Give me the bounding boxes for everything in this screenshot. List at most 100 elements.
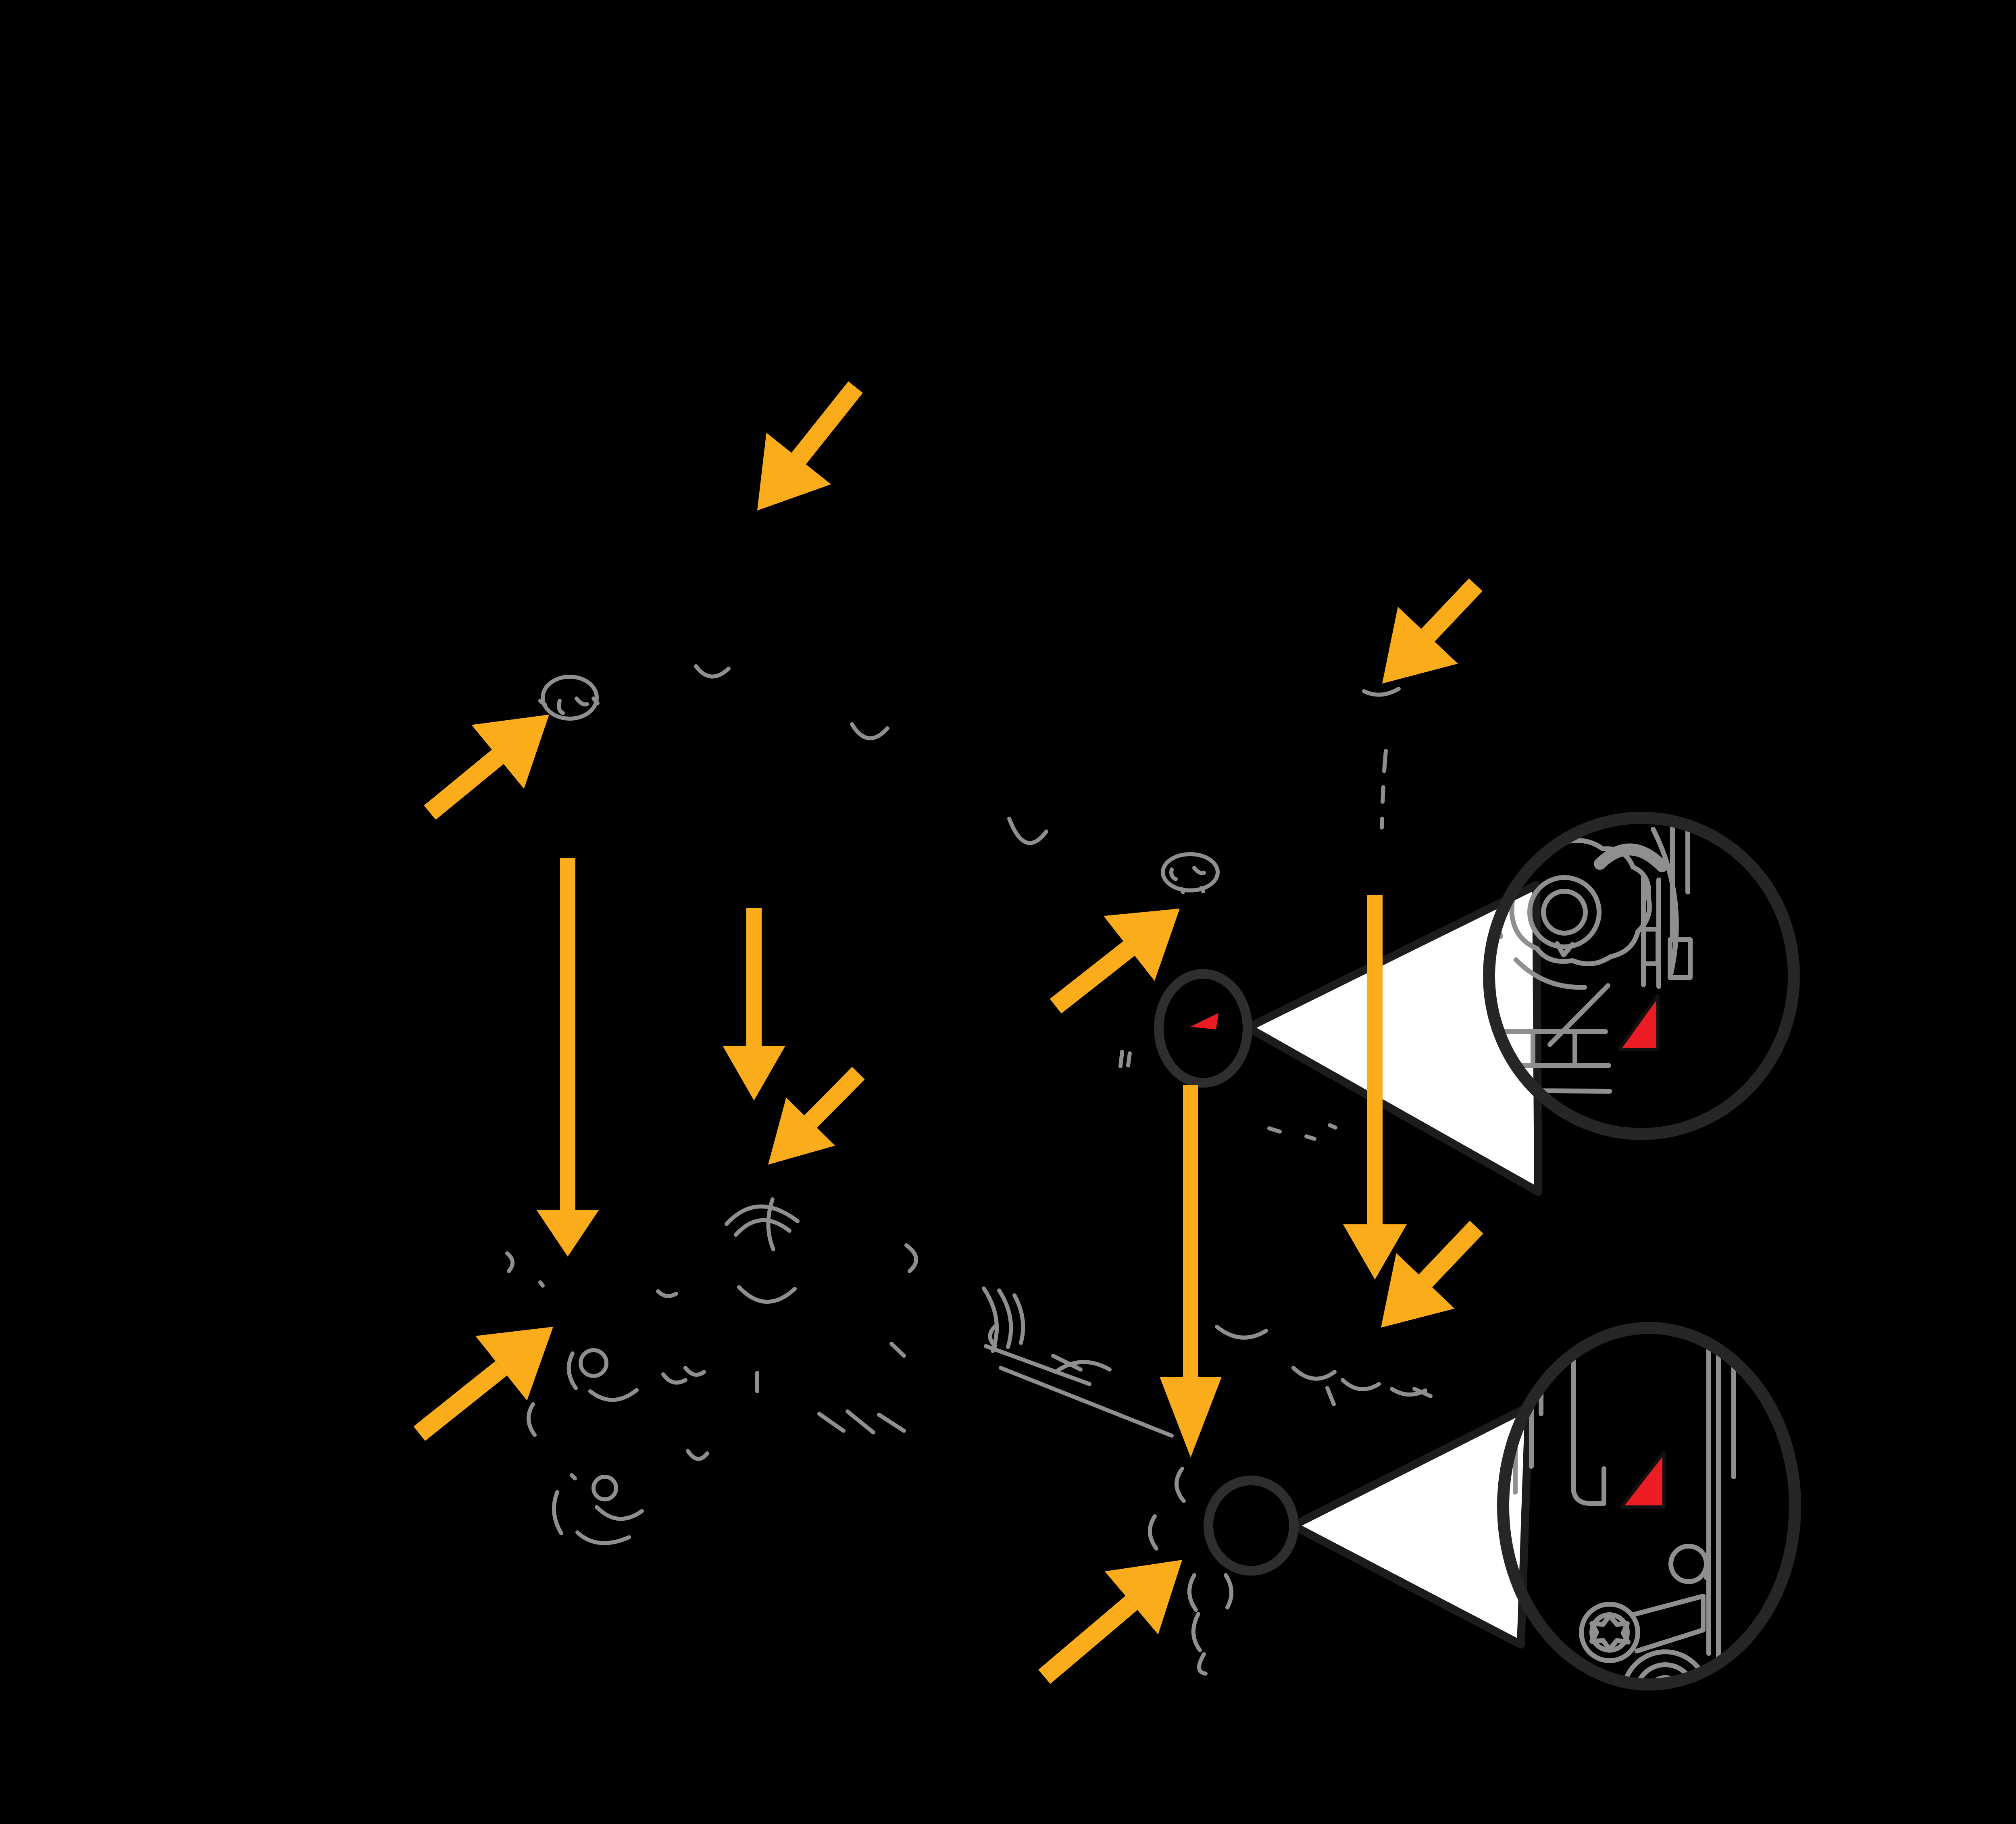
- machine-sketch-stroke: [591, 1475, 618, 1501]
- machine-sketch-stroke: [1161, 852, 1220, 892]
- arrow-shaft: [791, 381, 863, 465]
- arrow-shaft: [1183, 1085, 1198, 1377]
- machine-sketch-stroke: [1382, 749, 1388, 773]
- machine-sketch-stroke: [904, 1243, 918, 1273]
- machine-sketch-layer: [505, 664, 1433, 1676]
- machine-sketch-stroke: [575, 1530, 631, 1545]
- callout-art-stroke: [1643, 927, 1660, 966]
- callout-art-stroke: [1635, 1628, 1706, 1653]
- callout-art-stroke: [1547, 983, 1610, 1047]
- arrow-upperright-downleft: [1382, 578, 1483, 684]
- callout-art-stroke: [1651, 827, 1679, 980]
- machine-sketch-stroke: [505, 1251, 514, 1273]
- machine-sketch-stroke: [595, 1505, 644, 1521]
- red-highlight-triangle: [1620, 1451, 1666, 1509]
- arrow-head: [1343, 1224, 1407, 1280]
- machine-sketch-stroke: [683, 1366, 706, 1377]
- machine-sketch-stroke: [656, 1289, 678, 1298]
- machine-sketch-stroke: [1267, 1126, 1282, 1134]
- machine-sketch-stroke: [588, 1388, 639, 1402]
- arrow-head: [471, 715, 549, 789]
- arrow-bottom-to-circle: [1038, 1560, 1182, 1684]
- callout-ring: [1483, 812, 1800, 1140]
- machine-sketch-stroke: [877, 1413, 906, 1433]
- machine-sketch-stroke: [1012, 1293, 1025, 1345]
- machine-sketch-stroke: [817, 1412, 846, 1433]
- callout-ring: [1497, 1322, 1801, 1691]
- machine-sketch-stroke: [1118, 1050, 1124, 1068]
- callout-art-stroke: [1634, 1662, 1697, 1680]
- machine-sketch-stroke: [1328, 1123, 1337, 1130]
- machine-sketch-stroke: [1192, 866, 1206, 875]
- callout-art-stroke: [1594, 843, 1668, 872]
- arrow-vertical-middle: [1160, 1085, 1222, 1457]
- magnifier-wedge: [1289, 1403, 1533, 1649]
- machine-sketch-stroke: [725, 1204, 800, 1226]
- arrow-shaft: [1038, 1596, 1137, 1684]
- machine-sketch-stroke: [575, 696, 589, 707]
- machine-sketch-stroke: [997, 1288, 1013, 1349]
- arrow-vertical-left: [537, 858, 599, 1257]
- machine-sketch-stroke: [1215, 1325, 1268, 1340]
- arrow-shaft: [1050, 941, 1135, 1014]
- arrow-shaft: [746, 908, 762, 1046]
- red-highlight-triangle: [1618, 994, 1660, 1051]
- arrow-head: [768, 1097, 835, 1165]
- arrow-shaft: [424, 749, 504, 820]
- arrow-head: [1103, 909, 1180, 981]
- machine-sketch-stroke: [1304, 1134, 1316, 1141]
- arrow-shaft: [413, 1361, 507, 1441]
- machine-sketch-stroke: [1007, 817, 1048, 845]
- marker-layer: [1154, 969, 1299, 1576]
- callout-art-stroke: [1541, 889, 1588, 936]
- machine-sketch-stroke: [1224, 1573, 1233, 1609]
- arrow-shaft: [1418, 1221, 1483, 1287]
- machine-sketch-stroke: [694, 664, 731, 679]
- arrow-shaft: [1367, 895, 1383, 1224]
- machine-sketch-stroke: [737, 1285, 797, 1304]
- arrow-vertical-short: [723, 908, 785, 1101]
- machine-sketch-stroke: [1200, 886, 1205, 893]
- machine-sketch-stroke: [661, 1372, 687, 1385]
- machine-sketch-stroke: [1412, 1387, 1433, 1398]
- machine-sketch-stroke: [1126, 1051, 1132, 1067]
- arrow-layer: [413, 381, 1483, 1684]
- callout-art-stroke: [1589, 1612, 1630, 1653]
- arrow-shaft: [1421, 578, 1483, 642]
- machine-sketch-stroke: [1175, 1467, 1186, 1503]
- arrow-shaft: [560, 858, 575, 1210]
- arrow-head: [1104, 1560, 1182, 1634]
- marker-ring: [1154, 969, 1252, 1088]
- machine-sketch-stroke: [1169, 867, 1178, 881]
- machine-sketch-stroke: [591, 696, 600, 705]
- arrow-lowerright-downleft: [1381, 1221, 1483, 1328]
- machine-sketch-stroke: [846, 1409, 875, 1434]
- machine-sketch-stroke: [734, 1218, 791, 1237]
- arrow-head: [723, 1046, 785, 1101]
- callout-art-stroke: [1621, 1649, 1710, 1680]
- machine-sketch-stroke: [889, 1342, 906, 1358]
- arrow-vertical-right: [1343, 895, 1407, 1280]
- machine-sketch-stroke: [686, 1449, 709, 1461]
- machine-sketch-stroke: [570, 1473, 577, 1480]
- callout-art-stroke: [1555, 941, 1575, 957]
- machine-sketch-stroke: [1197, 1652, 1208, 1676]
- arrow-head: [1381, 1253, 1455, 1328]
- arrow-top-downleft: [757, 381, 863, 511]
- callout-art-stroke: [1571, 1340, 1606, 1506]
- arrow-lowerleft-upright: [413, 1327, 553, 1441]
- red-flag: [1190, 1013, 1218, 1030]
- machine-sketch-stroke: [850, 722, 889, 740]
- callout-art-stroke: [1514, 957, 1587, 990]
- machine-sketch-stroke: [988, 1324, 998, 1348]
- inspection-circle-top: [1154, 969, 1252, 1088]
- arrow-head: [1160, 1377, 1222, 1457]
- callout-art-stroke: [1631, 1594, 1706, 1617]
- callout-art-stroke: [1668, 937, 1693, 980]
- arrow-center-to-knob: [1050, 909, 1180, 1014]
- machine-sketch-stroke: [1051, 1354, 1083, 1372]
- machine-sketch-stroke: [1187, 1573, 1198, 1612]
- magnifier-wedge: [1244, 881, 1542, 1196]
- arrow-mid-small-downleft: [768, 1067, 865, 1165]
